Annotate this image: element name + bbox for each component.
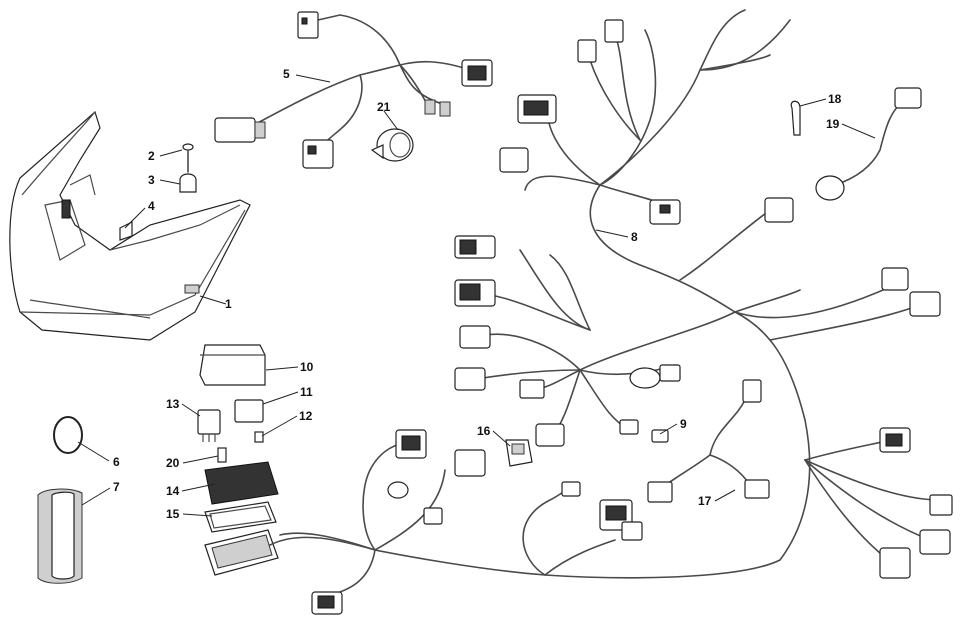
callout-10: 10 — [300, 360, 314, 374]
plug-9 — [651, 429, 669, 443]
callout-3: 3 — [148, 173, 155, 187]
callout-11: 11 — [300, 385, 313, 399]
fuse-20 — [217, 447, 227, 463]
relay-round — [370, 128, 414, 162]
fuse-grid-14 — [204, 461, 279, 505]
tie-18 — [790, 100, 801, 136]
screw — [182, 143, 194, 173]
callout-12: 12 — [299, 409, 313, 423]
callout-7: 7 — [113, 480, 120, 494]
callout-14: 14 — [166, 484, 180, 498]
connector-large — [214, 117, 266, 143]
harness-19 — [815, 87, 922, 201]
callout-9: 9 — [680, 417, 687, 431]
callout-6: 6 — [113, 455, 120, 469]
fuse-12 — [254, 431, 264, 443]
callout-17: 17 — [698, 494, 712, 508]
harness-17 — [647, 379, 770, 503]
callout-20: 20 — [166, 456, 180, 470]
fuse-box-cover — [199, 344, 266, 386]
fuse-block — [204, 529, 376, 576]
relay-13 — [197, 409, 221, 442]
callout-4: 4 — [148, 199, 155, 213]
clamp — [179, 173, 197, 193]
callout-1: 1 — [225, 297, 232, 311]
ring-clip-6 — [53, 416, 83, 454]
harness-8 — [279, 9, 953, 615]
callout-5: 5 — [283, 67, 290, 81]
sleeve-7 — [37, 488, 83, 584]
callout-15: 15 — [166, 507, 180, 521]
relay-11 — [234, 399, 264, 423]
connector-right — [461, 59, 493, 87]
bracket — [119, 221, 133, 241]
connector-top — [297, 11, 319, 39]
callout-2: 2 — [148, 149, 155, 163]
leader-lines — [77, 74, 876, 517]
callout-21: 21 — [377, 100, 391, 114]
connector-16 — [505, 439, 533, 467]
callout-8: 8 — [631, 230, 638, 244]
callout-19: 19 — [826, 117, 840, 131]
connector-8b — [499, 147, 529, 173]
callout-labels: 1 2 3 4 5 6 7 8 9 10 11 12 13 14 15 16 1… — [113, 67, 842, 521]
gasket-15 — [204, 501, 277, 533]
callout-13: 13 — [166, 397, 180, 411]
headlight-housing — [9, 110, 251, 341]
connector-lower — [302, 139, 334, 169]
callout-18: 18 — [828, 92, 842, 106]
harness-5 — [214, 11, 493, 169]
callout-16: 16 — [477, 424, 491, 438]
